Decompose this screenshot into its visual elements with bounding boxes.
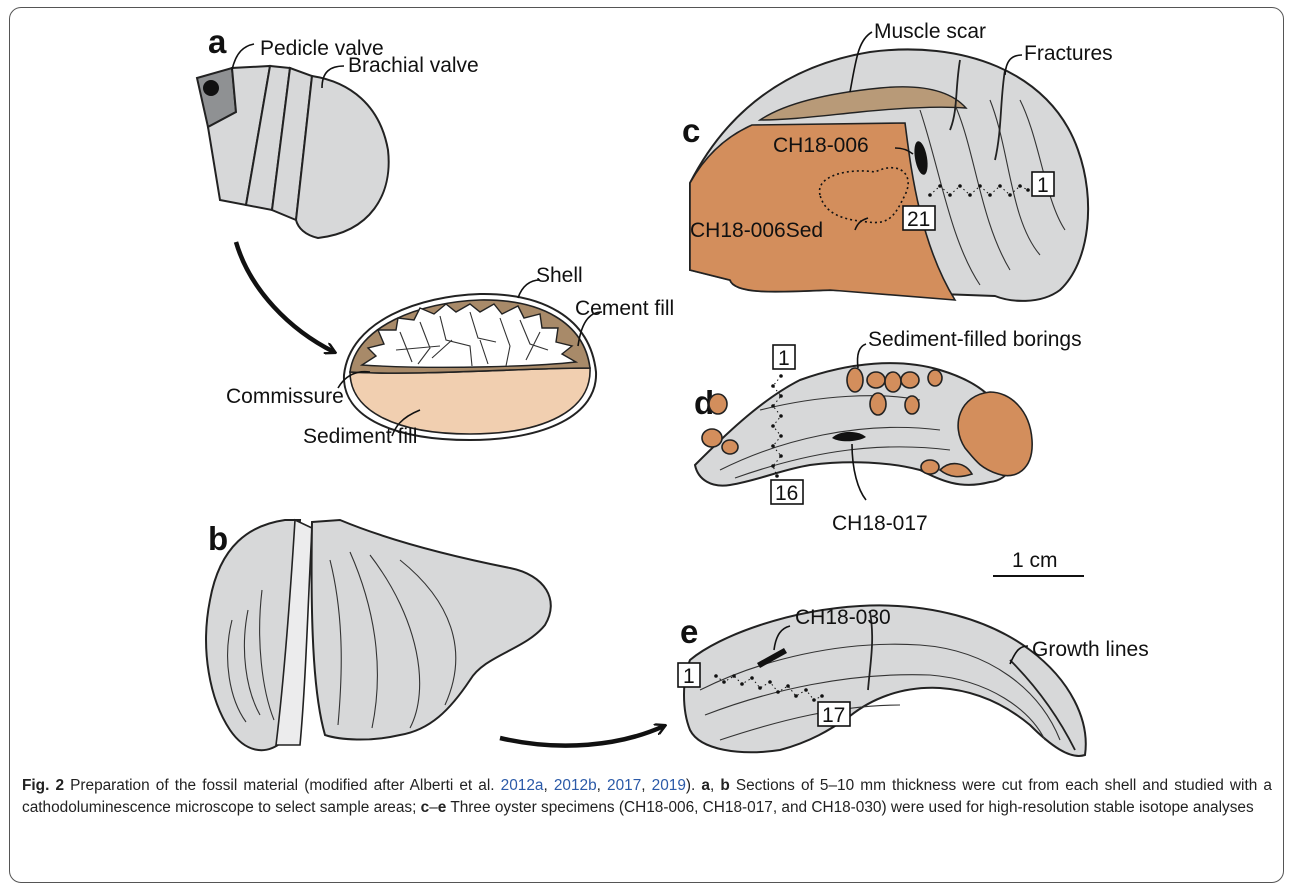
caption-text: , <box>641 777 651 794</box>
ref-link-2017[interactable]: 2017 <box>607 777 641 794</box>
panel-e: e CH18-030 Growth lines 1 17 <box>678 605 1149 756</box>
scale-bar: 1 cm <box>993 549 1084 576</box>
fractures-label: Fractures <box>1024 42 1113 65</box>
arrow-b-to-e <box>500 726 664 746</box>
c-start-number: 1 <box>1037 174 1049 197</box>
panel-b-letter: b <box>208 520 228 557</box>
d-end-number: 16 <box>775 482 798 505</box>
caption-panel-a: a <box>701 777 710 794</box>
panel-b: b <box>206 520 664 750</box>
sample-ch18-006-label: CH18-006 <box>773 134 869 157</box>
panel-e-letter: e <box>680 613 698 650</box>
scale-bar-label: 1 cm <box>1012 549 1058 572</box>
caption-text: ). <box>686 777 702 794</box>
shell-label: Shell <box>536 264 583 287</box>
panel-a-letter: a <box>208 23 227 60</box>
sediment-fill-label: Sediment fill <box>303 425 417 448</box>
borings-label: Sediment-filled borings <box>868 328 1082 351</box>
figure-illustration: a Pedicle valve Brachial valve Shell Cem… <box>0 0 1295 770</box>
caption-text: , <box>543 777 553 794</box>
commissure-label: Commissure <box>226 385 344 408</box>
pedicle-dot <box>203 80 219 96</box>
ref-link-2019[interactable]: 2019 <box>652 777 686 794</box>
e-start-number: 1 <box>683 665 695 688</box>
caption-text: Preparation of the fossil material (modi… <box>64 777 501 794</box>
caption-text: , <box>597 777 607 794</box>
caption-panel-c: c <box>421 799 430 816</box>
cement-fill-label: Cement fill <box>575 297 674 320</box>
brachial-valve-label: Brachial valve <box>348 54 479 77</box>
brachial-valve-piece <box>296 76 389 238</box>
muscle-scar-label: Muscle scar <box>874 20 986 43</box>
figure-caption: Fig. 2 Preparation of the fossil materia… <box>22 775 1272 819</box>
panel-c: c Muscle scar Fractures CH18-006 CH18-00… <box>682 20 1113 301</box>
ref-link-2012a[interactable]: 2012a <box>501 777 544 794</box>
caption-text: – <box>429 799 438 816</box>
caption-text: , <box>710 777 720 794</box>
caption-text: Three oyster specimens (CH18-006, CH18-0… <box>446 799 1253 816</box>
panel-d: d Sediment-filled borings <box>694 328 1082 535</box>
panel-c-letter: c <box>682 112 700 149</box>
sample-ch18-017-label: CH18-017 <box>832 512 928 535</box>
growth-lines-label: Growth lines <box>1032 638 1149 661</box>
figure-label: Fig. 2 <box>22 777 64 794</box>
d-start-number: 1 <box>778 347 790 370</box>
right-valve-section <box>312 520 551 740</box>
e-end-number: 17 <box>822 704 845 727</box>
ref-link-2012b[interactable]: 2012b <box>554 777 597 794</box>
c-end-number: 21 <box>907 208 930 231</box>
caption-panel-b: b <box>720 777 729 794</box>
arrow-a-to-section <box>236 242 334 352</box>
sediment-sample-label: CH18-006Sed <box>690 219 823 242</box>
panel-a: a Pedicle valve Brachial valve Shell Cem… <box>197 23 674 448</box>
sample-ch18-030-label: CH18-030 <box>795 606 891 629</box>
